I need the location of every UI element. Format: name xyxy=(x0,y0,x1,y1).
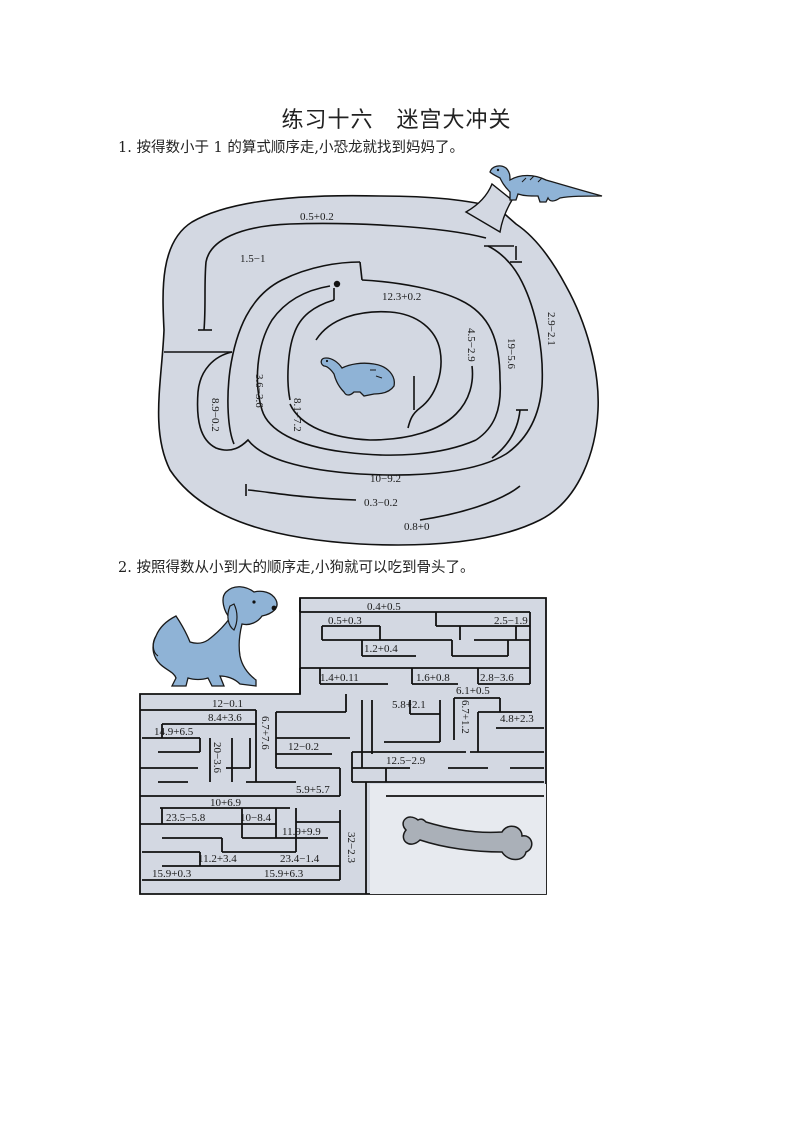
baby-dinosaur-icon xyxy=(320,357,395,397)
maze2-label: 0.4+0.5 xyxy=(367,601,401,613)
maze2-label: 6.7+7.6 xyxy=(259,716,271,750)
maze2-label: 15.9+0.3 xyxy=(152,868,192,880)
maze2-label: 1.2+0.4 xyxy=(364,643,398,655)
maze2-label: 8.4+3.6 xyxy=(208,712,242,724)
maze2-label: 2.8−3.6 xyxy=(480,672,514,684)
maze1-label: 4.5−2.9 xyxy=(465,328,477,362)
maze1-label: 0.3−0.2 xyxy=(364,497,398,509)
bone-icon xyxy=(402,816,533,861)
maze2-label: 1.4+0.11 xyxy=(320,672,359,684)
maze2-label: 5.8+2.1 xyxy=(392,699,426,711)
maze1-label: 10−9.2 xyxy=(370,473,401,485)
maze2-label: 20−3.6 xyxy=(211,742,223,773)
grid-maze-walls xyxy=(140,598,544,894)
maze2-label: 10−8.4 xyxy=(240,812,271,824)
maze-start-dot xyxy=(333,280,341,288)
maze2-label: 6.7+1.2 xyxy=(459,700,471,734)
dog-icon xyxy=(152,586,278,687)
maze2-label: 32−2.3 xyxy=(345,832,357,863)
maze1-label: 1.5−1 xyxy=(240,253,265,265)
question-2-text: 2. 按照得数从小到大的顺序走,小狗就可以吃到骨头了。 xyxy=(118,560,475,576)
maze2-label: 23.4−1.4 xyxy=(280,853,320,865)
dinosaur-icon xyxy=(489,165,603,203)
maze2-label: 4.8+2.3 xyxy=(500,713,534,725)
maze2-label: 1.6+0.8 xyxy=(416,672,450,684)
maze1-label: 12.3+0.2 xyxy=(382,291,421,303)
maze2-label: 12−0.1 xyxy=(212,698,243,710)
maze1-label: 19−5.6 xyxy=(505,338,517,369)
maze1-label: 2.9−2.1 xyxy=(545,312,557,346)
question-1-text: 1. 按得数小于 1 的算式顺序走,小恐龙就找到妈妈了。 xyxy=(118,140,464,156)
maze2-label: 6.1+0.5 xyxy=(456,685,490,697)
maze1-label: 8.9−0.2 xyxy=(209,398,221,432)
round-maze-walls xyxy=(164,222,544,521)
maze2-label: 12.5−2.9 xyxy=(386,755,426,767)
page-title: 练习十六 迷宫大冲关 xyxy=(281,108,512,133)
maze2-label: 15.9+6.3 xyxy=(264,868,304,880)
maze2-label: 2.5−1.9 xyxy=(494,615,528,627)
maze2-label: 12−0.2 xyxy=(288,741,319,753)
maze1-label: 0.8+0 xyxy=(404,521,430,533)
maze2-label: 5.9+5.7 xyxy=(296,784,330,796)
maze2-label: 14.9+6.5 xyxy=(154,726,194,738)
maze2-label: 10+6.9 xyxy=(210,797,241,809)
maze1-label: 8.1−7.2 xyxy=(291,398,303,432)
maze1-label: 0.5+0.2 xyxy=(300,211,334,223)
maze2-label: 11.9+9.9 xyxy=(282,826,321,838)
maze2-label: 11.2+3.4 xyxy=(198,853,237,865)
maze2-label: 0.5+0.3 xyxy=(328,615,362,627)
maze1-label: 3.6−3.6 xyxy=(253,374,265,408)
maze2-label: 23.5−5.8 xyxy=(166,812,206,824)
